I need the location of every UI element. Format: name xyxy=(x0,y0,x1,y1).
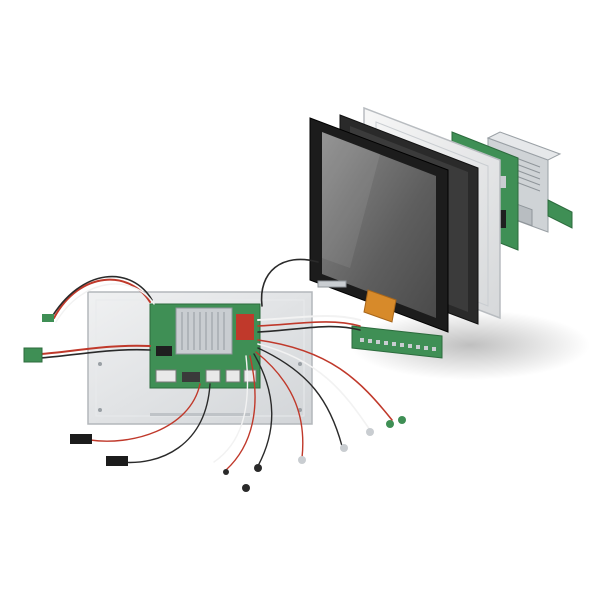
wiring-harness xyxy=(39,258,393,471)
touch-bezel-glass xyxy=(309,117,449,333)
connector-left-plug xyxy=(42,314,54,322)
connector-small-black-1 xyxy=(70,434,92,444)
connector-small-black-2 xyxy=(106,456,128,466)
touch-controller xyxy=(317,280,443,359)
floor-shadow xyxy=(350,310,590,380)
led-leads xyxy=(223,416,406,492)
connector-terminal-green xyxy=(23,347,43,363)
cpu-heatsink xyxy=(175,307,233,355)
